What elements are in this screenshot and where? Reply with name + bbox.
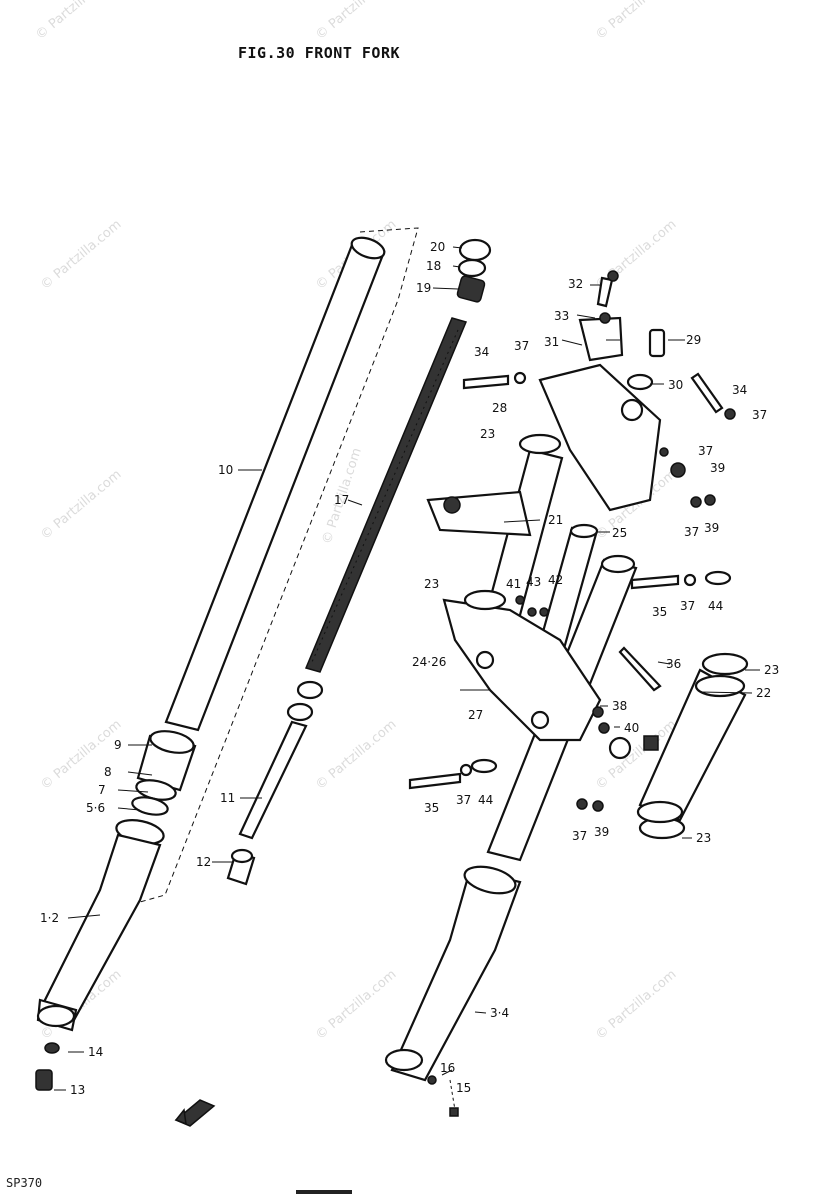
leader-lines — [54, 246, 760, 1091]
callout-36: 36 — [666, 657, 681, 671]
callout-28: 28 — [492, 401, 507, 415]
callout-34-a: 34 — [474, 345, 489, 359]
callout-20: 20 — [430, 240, 445, 254]
watermark-text: © Partzilla.com — [313, 0, 399, 43]
callout-23-c: 23 — [764, 663, 779, 677]
callout-8: 8 — [104, 765, 112, 779]
callout-27: 27 — [468, 708, 483, 722]
callout-31: 31 — [544, 335, 559, 349]
fork-inner-tube — [164, 236, 386, 732]
callout-13: 13 — [70, 1083, 85, 1097]
callout-3-4: 3·4 — [490, 1006, 509, 1020]
figure-title: FIG.30 FRONT FORK — [238, 44, 401, 62]
callout-18: 18 — [426, 259, 441, 273]
oil-seal-stack — [115, 730, 197, 845]
callout-15: 15 — [456, 1081, 471, 1095]
callout-14: 14 — [88, 1045, 103, 1059]
watermark-text: © Partzilla.com — [313, 717, 399, 793]
callout-7: 7 — [98, 783, 106, 797]
callout-37-e: 37 — [680, 599, 695, 613]
callout-35-a: 35 — [652, 605, 667, 619]
watermark-text: © Partzilla.com — [593, 967, 679, 1043]
callout-37-d: 37 — [684, 525, 699, 539]
callout-1-2: 1·2 — [40, 911, 59, 925]
bearing-race-seals — [463, 433, 749, 840]
callout-12: 12 — [196, 855, 211, 869]
callout-40: 40 — [624, 721, 639, 735]
front-direction-arrow-icon — [174, 1099, 216, 1127]
drawing-code: SP370 — [6, 1176, 43, 1190]
fork-spring — [304, 317, 468, 673]
watermark-text: © Partzilla.com — [33, 0, 119, 43]
callout-23-d: 23 — [696, 831, 711, 845]
callout-37-b: 37 — [752, 408, 767, 422]
watermark-text: © Partzilla.com — [593, 0, 679, 43]
callout-37-c: 37 — [698, 444, 713, 458]
callout-32: 32 — [568, 277, 583, 291]
callout-9: 9 — [114, 738, 122, 752]
callout-16: 16 — [440, 1061, 455, 1075]
drain-bolt-set — [35, 1042, 60, 1091]
axle-pinch-bolt — [427, 1075, 459, 1117]
callout-34-b: 34 — [732, 383, 747, 397]
damper-rod — [226, 680, 324, 886]
watermark-text: © Partzilla.com — [38, 467, 124, 543]
callout-38: 38 — [612, 699, 627, 713]
callout-24-26: 24·26 — [412, 655, 446, 669]
watermark-text: © Partzilla.com — [313, 967, 399, 1043]
callout-37-g: 37 — [572, 829, 587, 843]
callout-22: 22 — [756, 686, 771, 700]
watermark-text: © Partzilla.com — [38, 717, 124, 793]
fork-outer-tube-left — [36, 833, 162, 1032]
callout-5-6: 5·6 — [86, 801, 105, 815]
upper-bracket — [538, 316, 666, 512]
callout-19: 19 — [416, 281, 431, 295]
callout-42: 42 — [548, 573, 563, 587]
callout-41: 41 — [506, 577, 521, 591]
lower-bracket — [442, 598, 602, 742]
footer-rule — [296, 1190, 352, 1194]
callout-29: 29 — [686, 333, 701, 347]
callout-39-b: 39 — [704, 521, 719, 535]
callout-labels: 1·2 3·4 5·6 7 8 9 10 11 12 13 14 15 16 1… — [40, 240, 779, 1097]
callout-43: 43 — [526, 575, 541, 589]
callout-10: 10 — [218, 463, 233, 477]
fork-cap-assembly — [456, 238, 492, 303]
handlebar-holder — [608, 668, 747, 824]
assembly-bracket-dashed — [139, 227, 419, 903]
callout-39-a: 39 — [710, 461, 725, 475]
callout-44-a: 44 — [708, 599, 723, 613]
bolts-and-washers — [408, 270, 736, 812]
callout-23-b: 23 — [424, 577, 439, 591]
callout-25: 25 — [612, 526, 627, 540]
callout-35-b: 35 — [424, 801, 439, 815]
callout-33: 33 — [554, 309, 569, 323]
callout-11: 11 — [220, 791, 235, 805]
callout-23-a: 23 — [480, 427, 495, 441]
callout-39-c: 39 — [594, 825, 609, 839]
callout-37-f: 37 — [456, 793, 471, 807]
watermark-text: © Partzilla.com — [38, 217, 124, 293]
callout-44-b: 44 — [478, 793, 493, 807]
callout-37-a: 37 — [514, 339, 529, 353]
callout-30: 30 — [668, 378, 683, 392]
callout-17: 17 — [334, 493, 349, 507]
callout-21: 21 — [548, 513, 563, 527]
